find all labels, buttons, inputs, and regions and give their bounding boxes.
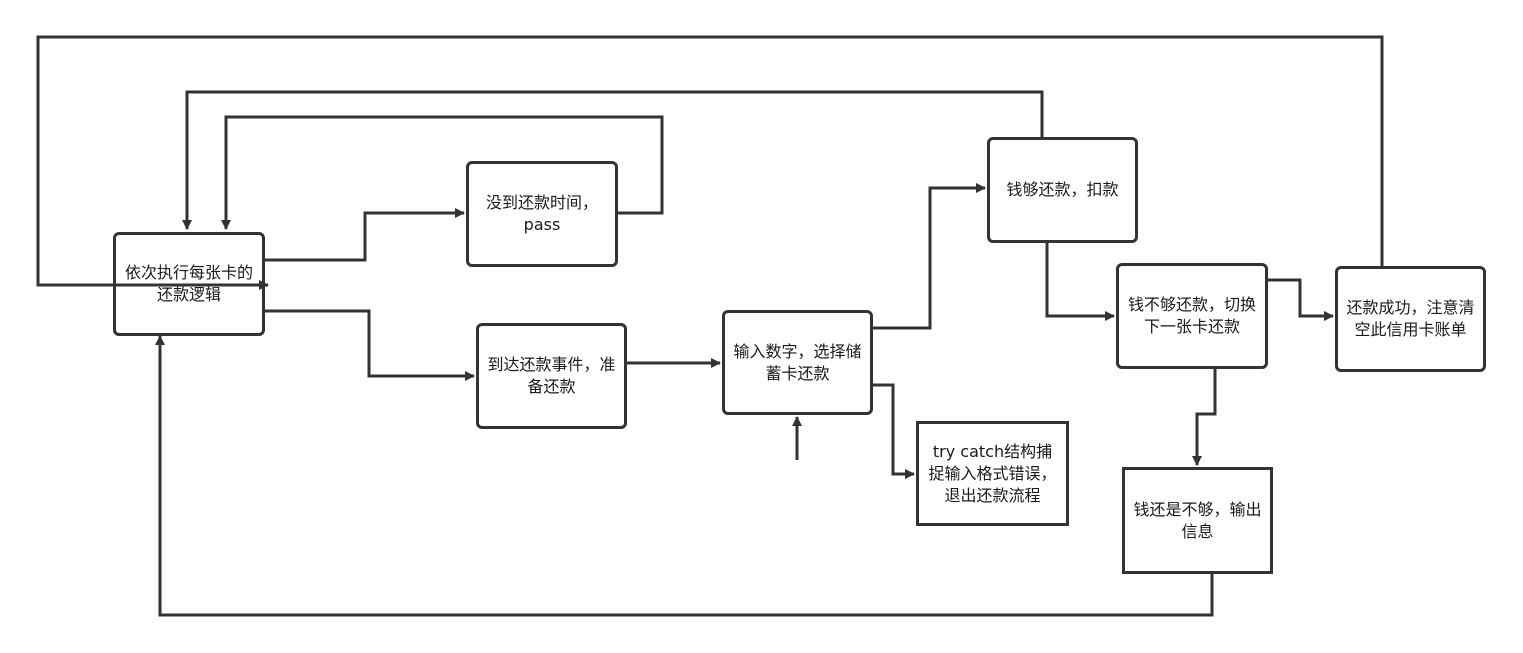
node-not-due-label: 没到还款时间，pass — [485, 193, 598, 234]
node-success-label: 还款成功，注意清空此信用卡账单 — [1346, 298, 1475, 339]
node-main-loop: 依次执行每张卡的还款逻辑 — [113, 232, 265, 336]
arrow-main-to-not-due — [265, 208, 465, 262]
arrow-still-not-back-to-main — [155, 335, 1214, 617]
node-due: 到达还款事件，准备还款 — [476, 323, 627, 429]
node-try-catch: try catch结构捕捉输入格式错误，退出还款流程 — [916, 421, 1069, 526]
node-not-due: 没到还款时间，pass — [466, 161, 618, 267]
node-input-label: 输入数字，选择储蓄卡还款 — [733, 341, 862, 383]
arrow-main-to-due — [265, 309, 475, 381]
arrow-enough-to-not-enough — [1045, 243, 1115, 321]
node-main-loop-label: 依次执行每张卡的还款逻辑 — [124, 263, 253, 304]
node-enough: 钱够还款，扣款 — [987, 137, 1138, 243]
node-enough-label: 钱够还款，扣款 — [1006, 180, 1119, 199]
node-not-enough: 钱不够还款，切换下一张卡还款 — [1116, 263, 1268, 369]
node-still-not-enough: 钱还是不够，输出信息 — [1122, 467, 1273, 574]
node-success: 还款成功，注意清空此信用卡账单 — [1335, 266, 1486, 372]
arrow-not-enough-to-success — [1268, 278, 1334, 321]
node-not-enough-label: 钱不够还款，切换下一张卡还款 — [1127, 295, 1256, 336]
node-due-label: 到达还款事件，准备还款 — [487, 355, 616, 396]
node-still-not-enough-label: 钱还是不够，输出信息 — [1133, 499, 1262, 541]
arrow-input-to-try-catch — [873, 383, 915, 479]
arrow-input-to-enough — [873, 183, 986, 330]
node-try-catch-label: try catch结构捕捉输入格式错误，退出还款流程 — [928, 441, 1057, 505]
node-input: 输入数字，选择储蓄卡还款 — [722, 310, 873, 415]
arrow-not-enough-to-still-not — [1192, 369, 1217, 466]
